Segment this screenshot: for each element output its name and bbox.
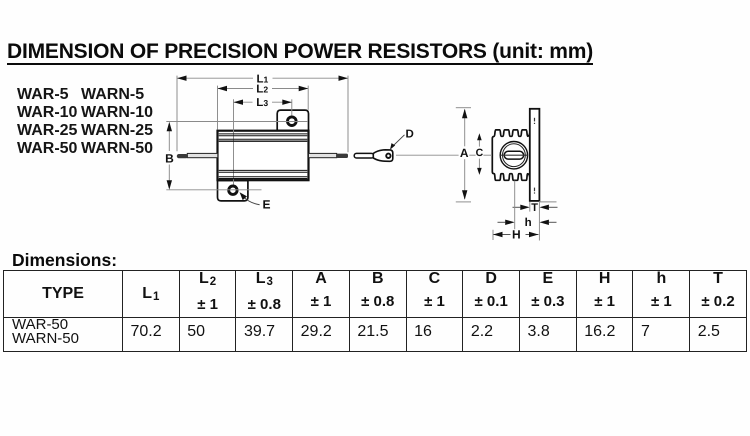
svg-text:L1: L1 <box>256 73 268 85</box>
svg-text:h: h <box>525 217 532 229</box>
svg-text:L3: L3 <box>256 97 268 109</box>
svg-text:B: B <box>165 151 174 165</box>
svg-text:T: T <box>531 202 538 214</box>
svg-text:D: D <box>406 128 414 140</box>
svg-text:C: C <box>476 147 484 159</box>
svg-text:L2: L2 <box>256 84 268 96</box>
svg-text:H: H <box>512 227 521 241</box>
svg-text:E: E <box>262 197 270 211</box>
svg-text:A: A <box>460 146 469 160</box>
